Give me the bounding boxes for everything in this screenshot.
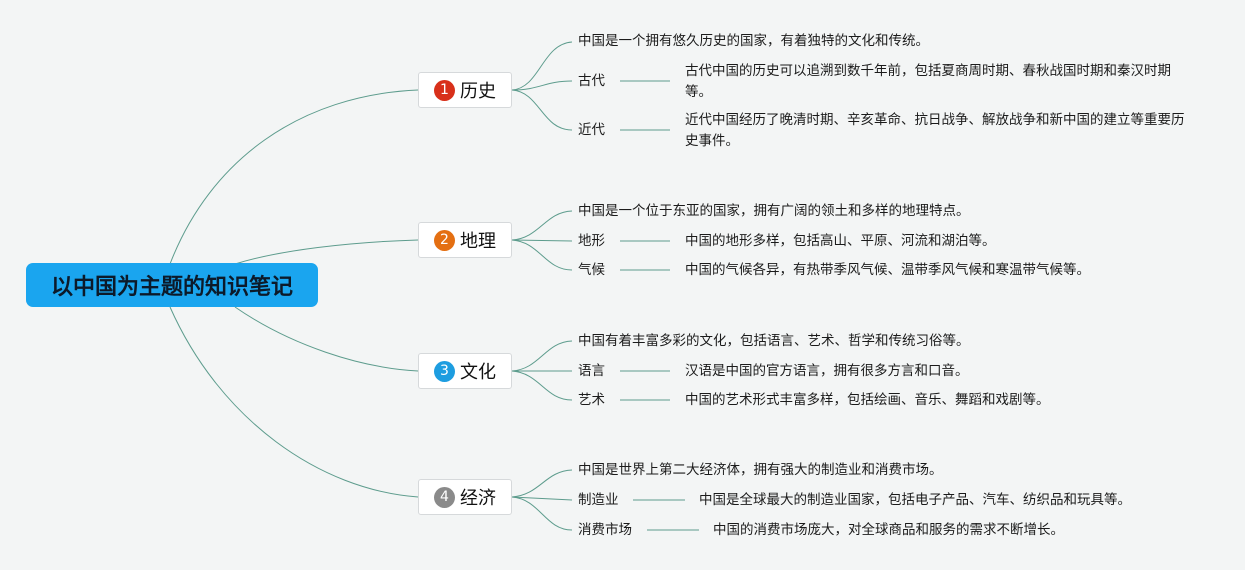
link-geo-summary <box>511 210 573 241</box>
subtopic-modern[interactable]: 近代 <box>578 122 605 138</box>
branch-label: 历史 <box>460 81 496 102</box>
subtopic-terrain[interactable]: 地形 <box>578 233 605 249</box>
link-history-ancient <box>511 80 573 91</box>
branch-label: 文化 <box>460 362 496 383</box>
number-2-icon: 2 <box>434 229 455 251</box>
geography-summary[interactable]: 中国是一个位于东亚的国家，拥有广阔的领土和多样的地理特点。 <box>578 203 970 219</box>
modern-detail[interactable]: 近代中国经历了晚清时期、辛亥革命、抗日战争、解放战争和新中国的建立等重要历史事件… <box>685 112 1185 149</box>
link-root-history <box>169 89 419 265</box>
subtopic-language[interactable]: 语言 <box>578 363 605 379</box>
subtopic-art[interactable]: 艺术 <box>578 392 605 408</box>
branch-culture[interactable]: 3 文化 <box>418 353 512 389</box>
subtopic-consumer-market[interactable]: 消费市场 <box>578 522 632 538</box>
link-root-economy <box>169 306 419 498</box>
link-root-culture <box>234 306 419 372</box>
subtopic-climate[interactable]: 气候 <box>578 262 605 278</box>
link-root-geography <box>234 239 419 265</box>
branch-label: 经济 <box>460 488 496 509</box>
language-detail[interactable]: 汉语是中国的官方语言，拥有很多方言和口音。 <box>685 363 969 379</box>
art-detail[interactable]: 中国的艺术形式丰富多样，包括绘画、音乐、舞蹈和戏剧等。 <box>685 392 1050 408</box>
branch-history[interactable]: 1 历史 <box>418 72 512 108</box>
link-history-summary <box>511 41 573 91</box>
economy-summary[interactable]: 中国是世界上第二大经济体，拥有强大的制造业和消费市场。 <box>578 462 943 478</box>
root-topic-label: 以中国为主题的知识笔记 <box>50 275 293 300</box>
culture-summary[interactable]: 中国有着丰富多彩的文化，包括语言、艺术、哲学和传统习俗等。 <box>578 333 970 349</box>
link-geo-terrain <box>511 239 573 242</box>
branch-geography[interactable]: 2 地理 <box>418 222 512 258</box>
link-culture-summary <box>511 340 573 372</box>
number-1-icon: 1 <box>434 79 455 101</box>
number-3-icon: 3 <box>434 360 455 382</box>
root-topic[interactable]: 以中国为主题的知识笔记 <box>26 263 318 307</box>
ancient-detail[interactable]: 古代中国的历史可以追溯到数千年前，包括夏商周时期、春秋战国时期和秦汉时期等。 <box>685 63 1171 100</box>
history-summary[interactable]: 中国是一个拥有悠久历史的国家，有着独特的文化和传统。 <box>578 33 929 49</box>
link-history-modern <box>511 89 573 131</box>
terrain-detail[interactable]: 中国的地形多样，包括高山、平原、河流和湖泊等。 <box>685 233 996 249</box>
link-economy-manufacturing <box>511 496 573 501</box>
climate-detail[interactable]: 中国的气候各异，有热带季风气候、温带季风气候和寒温带气候等。 <box>685 262 1090 278</box>
subtopic-manufacturing[interactable]: 制造业 <box>578 492 619 508</box>
consumer-market-detail[interactable]: 中国的消费市场庞大，对全球商品和服务的需求不断增长。 <box>713 522 1064 538</box>
branch-label: 地理 <box>460 231 496 252</box>
link-culture-art <box>511 370 573 401</box>
subtopic-ancient[interactable]: 古代 <box>578 73 605 89</box>
branch-economy[interactable]: 4 经济 <box>418 479 512 515</box>
link-geo-climate <box>511 239 573 271</box>
link-economy-summary <box>511 469 573 498</box>
number-4-icon: 4 <box>434 486 455 508</box>
manufacturing-detail[interactable]: 中国是全球最大的制造业国家，包括电子产品、汽车、纺织品和玩具等。 <box>699 492 1131 508</box>
link-economy-market <box>511 496 573 531</box>
